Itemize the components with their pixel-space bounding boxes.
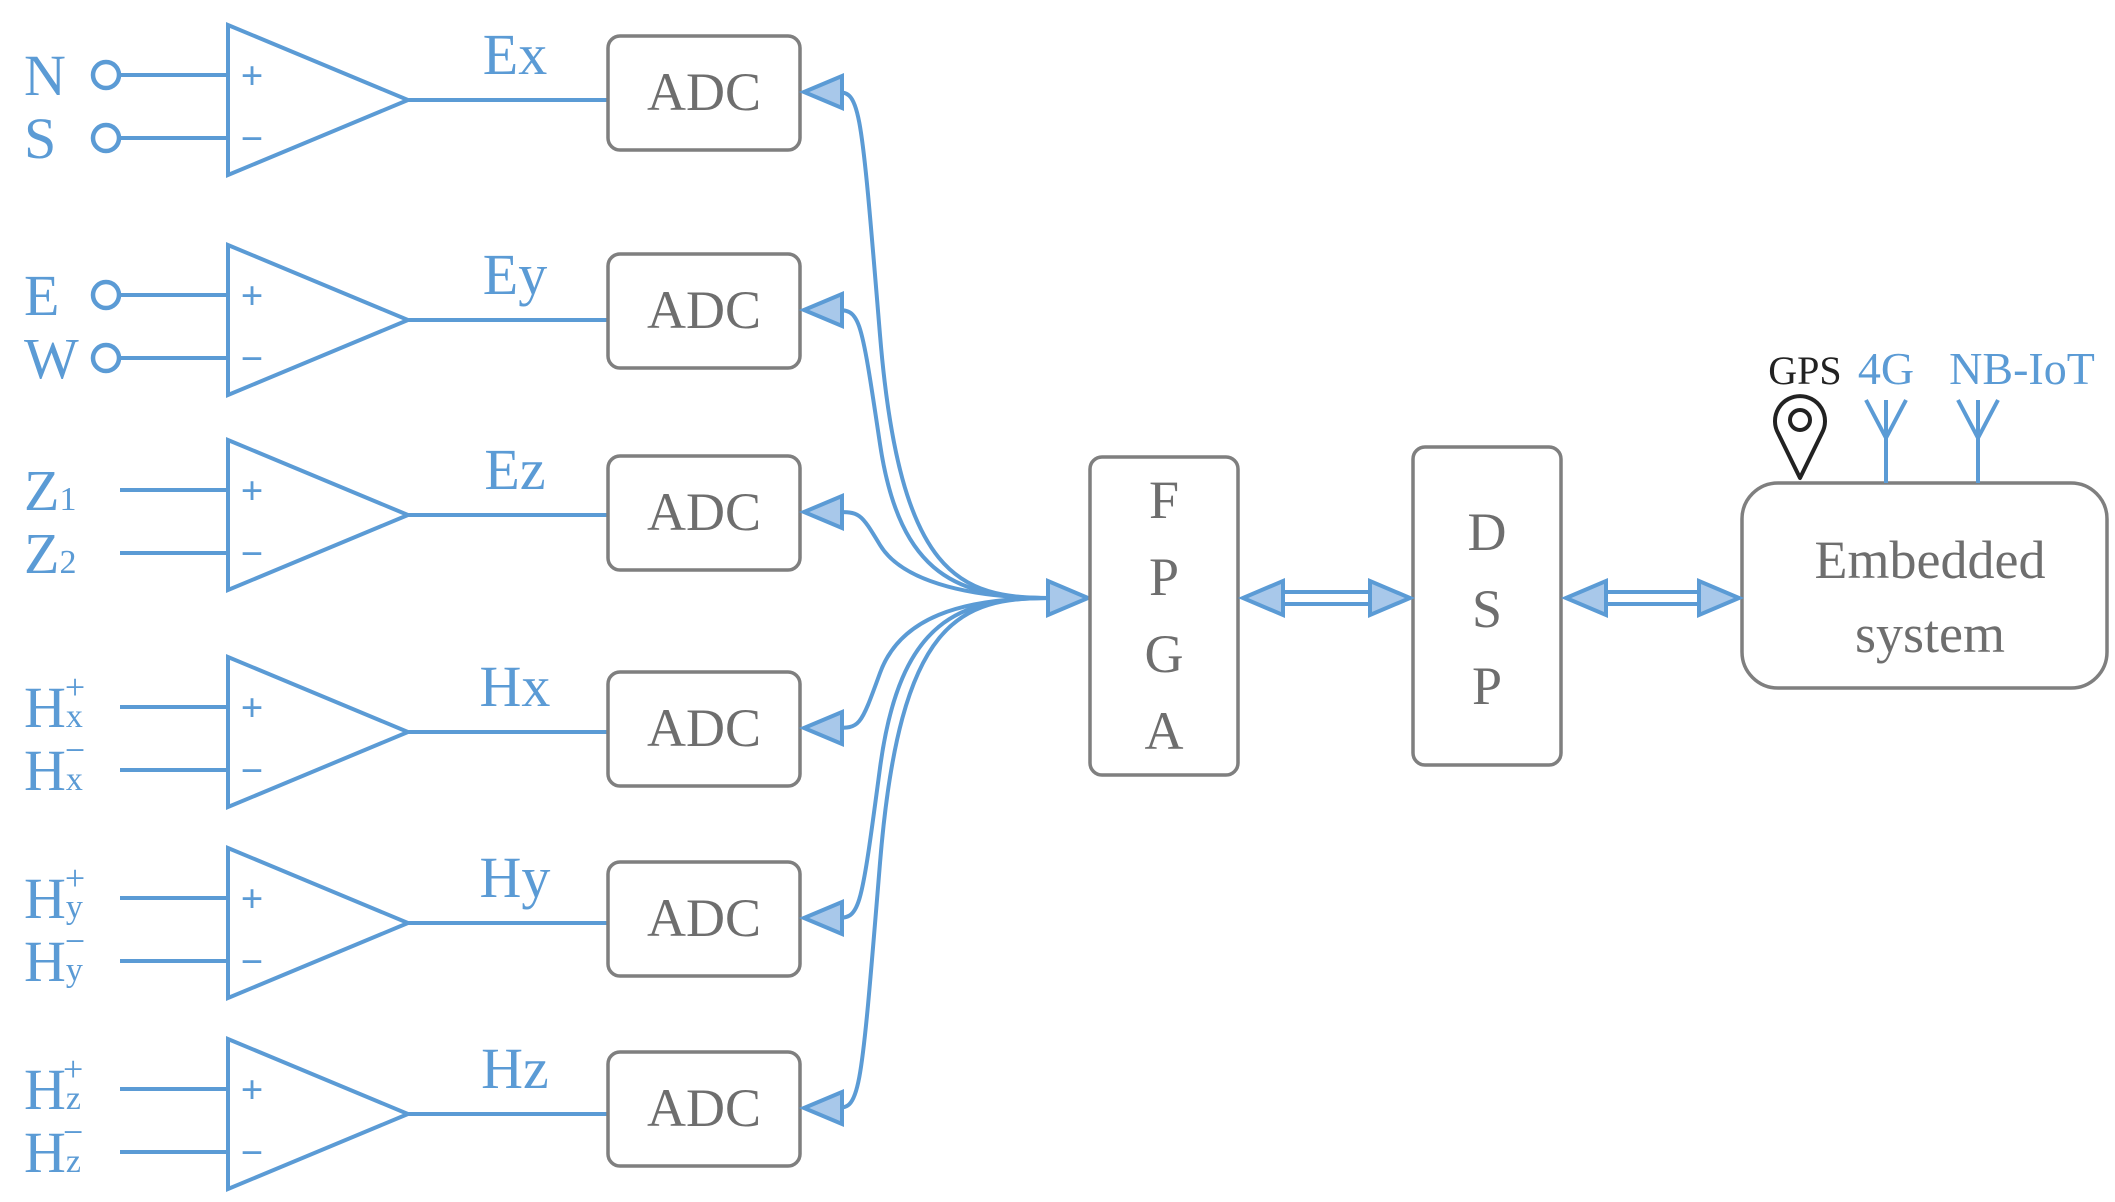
- dsp-letter: S: [1472, 579, 1502, 639]
- input-label: Hy+: [24, 858, 85, 931]
- bus-wire: [833, 308, 1051, 600]
- lte-label: 4G: [1858, 343, 1914, 394]
- bus-arrow: [798, 1088, 844, 1128]
- adc-block: ADC: [606, 1050, 802, 1168]
- nbiot-label: NB-IoT: [1949, 343, 2095, 394]
- signal-label: Hz: [481, 1036, 549, 1101]
- input-terminal: [90, 342, 122, 374]
- dsp-block: D S P: [1411, 445, 1563, 767]
- fpga-letter: A: [1145, 701, 1184, 761]
- bus-wire: [833, 510, 1051, 600]
- embedded-system-block: Embedded system: [1740, 481, 2109, 690]
- input-label: S: [24, 106, 56, 171]
- plus-sign: +: [241, 53, 264, 98]
- adc-block: ADC: [606, 454, 802, 572]
- signal-label: Ex: [483, 22, 547, 87]
- adc-block: ADC: [606, 252, 802, 370]
- bus-arrow: [798, 72, 844, 112]
- plus-sign: +: [241, 685, 264, 730]
- bus-wire: [833, 596, 1051, 730]
- amplifier: +−: [226, 22, 414, 178]
- plus-sign: +: [241, 273, 264, 318]
- input-terminal: [90, 59, 122, 91]
- gps-module: GPS: [1768, 348, 1842, 480]
- minus-sign: −: [241, 116, 264, 161]
- fpga-letter: P: [1149, 547, 1179, 607]
- antenna-icon: [1956, 399, 2000, 483]
- amplifier: +−: [226, 845, 414, 1001]
- adc-block: ADC: [606, 34, 802, 152]
- amplifier: +−: [226, 242, 414, 398]
- input-label: Hx+: [24, 667, 85, 740]
- input-label: Hz+: [24, 1049, 83, 1122]
- bus-arrow: [798, 708, 844, 748]
- nbiot-antenna: NB-IoT: [1949, 343, 2095, 483]
- minus-sign: −: [241, 748, 264, 793]
- signal-label: Ez: [484, 437, 545, 502]
- minus-sign: −: [241, 531, 264, 576]
- input-label: Z1: [24, 458, 76, 523]
- bus-arrow: [798, 898, 844, 938]
- input-label: E: [24, 263, 59, 328]
- adc-label: ADC: [647, 280, 761, 340]
- adc-block: ADC: [606, 860, 802, 978]
- fpga-adc-bus: [798, 72, 1094, 1128]
- input-label: Hz−: [24, 1112, 83, 1185]
- input-label: Z2: [24, 521, 76, 586]
- antenna-icon: [1864, 399, 1908, 483]
- amplifier: +−: [226, 437, 414, 593]
- plus-sign: +: [241, 468, 264, 513]
- fpga-block: F P G A: [1088, 455, 1240, 777]
- signal-label: Ey: [483, 242, 547, 307]
- lte-antenna: 4G: [1858, 343, 1914, 483]
- minus-sign: −: [241, 1130, 264, 1175]
- adc-label: ADC: [647, 62, 761, 122]
- gps-pin-icon: [1773, 394, 1827, 480]
- plus-sign: +: [241, 1067, 264, 1112]
- amplifier: +−: [226, 1036, 414, 1192]
- dsp-embedded-link: [1560, 577, 1745, 619]
- adc-label: ADC: [647, 482, 761, 542]
- bus-wire: [833, 90, 1051, 600]
- plus-sign: +: [241, 876, 264, 921]
- fpga-letter: F: [1149, 470, 1179, 530]
- input-label: W: [24, 326, 79, 391]
- adc-block: ADC: [606, 670, 802, 788]
- bus-wire: [833, 596, 1051, 920]
- signal-label: Hy: [480, 845, 551, 910]
- input-terminal: [90, 122, 122, 154]
- adc-label: ADC: [647, 888, 761, 948]
- dsp-letter: P: [1472, 656, 1502, 716]
- minus-sign: −: [241, 336, 264, 381]
- fpga-input-arrow: [1046, 577, 1094, 619]
- signal-label: Hx: [480, 654, 551, 719]
- gps-label: GPS: [1768, 348, 1841, 393]
- input-label: Hx−: [24, 730, 85, 803]
- bus-wire: [833, 596, 1051, 1110]
- minus-sign: −: [241, 939, 264, 984]
- input-label: Hy−: [24, 921, 85, 994]
- dsp-letter: D: [1468, 502, 1507, 562]
- bus-arrow: [798, 492, 844, 532]
- input-label: N: [24, 43, 66, 108]
- bus-arrow: [798, 290, 844, 330]
- input-terminal: [90, 279, 122, 311]
- adc-label: ADC: [647, 1078, 761, 1138]
- embedded-label-line2: system: [1855, 604, 2005, 664]
- amplifier: +−: [226, 654, 414, 810]
- embedded-label-line1: Embedded: [1815, 530, 2046, 590]
- fpga-dsp-link: [1237, 577, 1416, 619]
- adc-label: ADC: [647, 698, 761, 758]
- fpga-letter: G: [1145, 624, 1184, 684]
- channels: NS+−ExADCEW+−EyADCZ1Z2+−EzADCHx+Hx−+−HxA…: [24, 22, 802, 1192]
